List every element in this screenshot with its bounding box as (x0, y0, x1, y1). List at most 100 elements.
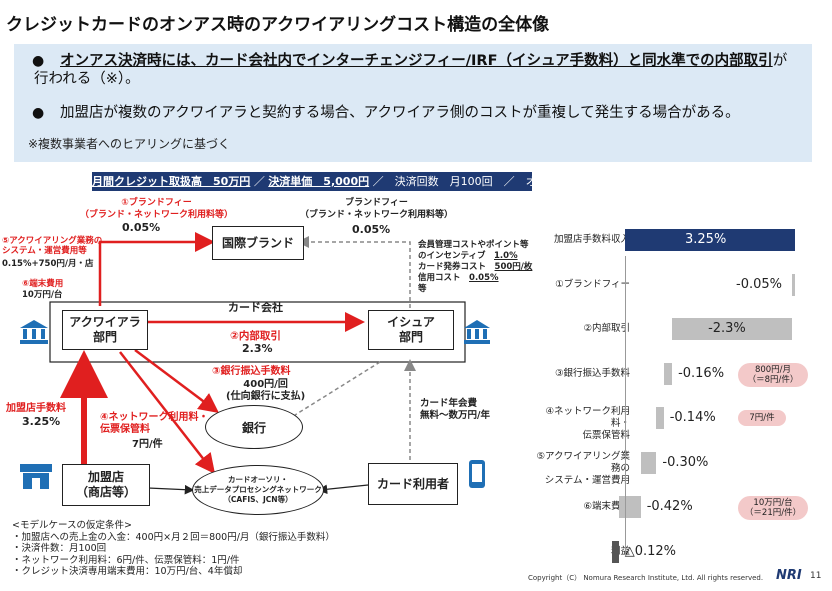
annual-fee-label: カード年会費 無料～数万円/年 (420, 398, 490, 421)
issuer-cost-line-1: 会員管理コストやポイント等 (418, 240, 529, 250)
waterfall-value-label: -0.14% (669, 410, 716, 425)
system-fee-value: 0.15%+750円/月・店 (2, 259, 94, 269)
issuer-cost-2-text: のインセンティブ (418, 251, 486, 261)
waterfall-category-label: ④ネットワーク利用料・ 伝票保管料 (545, 406, 630, 441)
brand-fee-left-value: 0.05% (122, 221, 161, 234)
nri-logo: NRI (776, 568, 802, 583)
network-fee-value: 7円/件 (132, 439, 163, 450)
summary-bullet-2-text: 加盟店が複数のアクワイアラと契約する場合、アクワイアラ側のコストが重複して発生す… (60, 105, 740, 121)
issuer-cost-3-text: カード発券コスト (418, 262, 487, 272)
summary-box: ● オンアス決済時には、カード会社内でインターチェンジフィー/IRF（イシュア手… (14, 44, 812, 162)
waterfall-value-label: -0.30% (662, 454, 709, 470)
bullet-dot-icon: ● (32, 53, 45, 69)
flow-diagram (49, 232, 466, 495)
waterfall-category-label: 加盟店手数料収入 (553, 234, 630, 245)
waterfall-category-label: 利益 (610, 545, 630, 557)
banner-conditions: ／ 決済回数 月100回 ／ オンアス取引 (372, 175, 592, 188)
issuer-brand-arrow (297, 236, 411, 308)
merchant-box: 加盟店 （商店等） (62, 464, 150, 506)
waterfall-bar (656, 407, 664, 429)
assumption-line: ・加盟店への売上金の入金：400円×月２回＝800円/月（銀行振込手数料） (12, 531, 335, 543)
internal-transaction-value: 2.3% (242, 342, 273, 355)
issuer-box: イシュア 部門 (368, 310, 454, 350)
issuer-cost-3-value: 500円/枚 (494, 262, 533, 272)
brand-fee-left-title: ①ブランドフィー （ブランド・ネットワーク利用料等） (80, 198, 234, 220)
merchant-fee-value: 3.25% (22, 415, 61, 428)
card-company-frame (49, 301, 466, 363)
brand-fee-arrow (98, 232, 215, 306)
terminal-fee-value: 10万円/台 (22, 290, 63, 300)
cafis-ellipse: カードオーソリ・ 売上データプロセシングネットワーク （CAFIS、JCN等） (192, 465, 324, 515)
summary-bullet-1-rest: が行われる（※）。 (34, 53, 788, 87)
issuer-cost-2-value: 1.0% (494, 251, 518, 261)
waterfall-category-label: ②内部取引 (583, 323, 630, 334)
bank-fee-arrow (134, 349, 219, 413)
brand-fee-right-value: 0.05% (352, 223, 391, 236)
network-fee-title: ④ネットワーク利用料・ 伝票保管料 (100, 412, 209, 435)
brand-fee-right-title: ブランドフィー （ブランド・ネットワーク利用料等） (300, 198, 454, 220)
bank-fee-value: 400円/回 (仕向銀行に支払) (226, 379, 306, 402)
waterfall-value-label: -2.3% (708, 321, 746, 336)
assumption-line: ・決済件数：月100回 (12, 543, 107, 554)
waterfall-category-label: ③銀行振込手数料 (554, 367, 630, 379)
assumptions-heading: <モデルケースの仮定条件> (12, 520, 132, 531)
cardholder-box: カード利用者 (368, 463, 458, 505)
summary-bullet-1-emphasis: オンアス決済時には、カード会社内でインターチェンジフィー/IRF（イシュア手数料… (60, 53, 773, 69)
issuer-cost-line-2: のインセンティブ 1.0% (418, 251, 532, 262)
page-title: クレジットカードのオンアス時のアクワイアリングコスト構造の全体像 (6, 15, 550, 35)
banner-unit-price: 決済単価 5,000円 (268, 175, 370, 188)
waterfall-bar (625, 229, 795, 251)
waterfall-axis (625, 256, 626, 556)
issuer-cost-4-text: 信用コスト (418, 273, 461, 283)
waterfall-value-label: -0.05% (736, 276, 782, 292)
waterfall-value-label: -0.16% (678, 365, 725, 381)
bank-building-icon (18, 318, 50, 346)
waterfall-note-pill: 800円/月 （＝8円/件） (738, 362, 808, 387)
assumption-line: ・ネットワーク利用料：6円/件、伝票保管料：1円/件 (12, 554, 240, 566)
waterfall-category-label: ⑥端末費用 (583, 501, 630, 512)
assumptions: <モデルケースの仮定条件> ・加盟店への売上金の入金：400円×月２回＝800円… (12, 520, 335, 578)
waterfall-value-label: △0.12% (624, 543, 677, 559)
waterfall-value-label: 3.25% (685, 232, 727, 247)
issuer-cost-4-value: 0.05% (469, 273, 499, 283)
issuer-cost-line-5: 等 (418, 284, 427, 294)
terminal-fee-title: ⑥端末費用 (22, 279, 64, 289)
issuer-cost-line-4: 信用コスト 0.05% (418, 273, 532, 284)
bank-fee-title: ③銀行振込手数料 (212, 366, 291, 377)
waterfall-bar (640, 451, 657, 474)
waterfall-bar (672, 318, 793, 340)
waterfall-bar (618, 496, 641, 518)
cardholder-cafis-link (317, 484, 369, 495)
merchant-fee-title: 加盟店手数料 (6, 403, 66, 414)
network-fee-arrow (119, 351, 216, 474)
summary-bullet-2: ● 加盟店が複数のアクワイアラと契約する場合、アクワイアラ側のコストが重複して発… (32, 104, 804, 122)
system-fee-title: ⑤アクワイアリング業務の システム・運営費用等 (2, 236, 103, 256)
issuer-costs: 会員管理コストやポイント等 のインセンティブ 1.0% カード発券コスト 500… (418, 240, 532, 295)
bank-ellipse: 銀行 (205, 405, 303, 449)
assumption-line: ・クレジット決済専用端末費用：10万円/台、4年償却 (12, 566, 243, 577)
waterfall-category-label: ⑤アクワイアリング業務の システム・運営費用 (536, 450, 630, 486)
banner-separator: ／ (253, 175, 265, 188)
model-banner: 月間クレジット取扱高 50万円 ／ 決済単価 5,000円 ／ 決済回数 月10… (92, 172, 592, 191)
acquirer-box: アクワイアラ 部門 (62, 310, 148, 350)
bullet-dot-icon: ● (32, 105, 45, 121)
waterfall-value-label: -0.42% (646, 499, 693, 514)
waterfall-note-pill: 10万円/台 （＝21円/件） (738, 496, 808, 520)
waterfall-bar (792, 273, 795, 296)
merchant-cafis-link (147, 484, 195, 495)
card-company-label: カード会社 (228, 301, 283, 314)
internal-transaction-title: ②内部取引 (230, 330, 281, 342)
shop-icon (18, 460, 54, 492)
page-number: 11 (810, 571, 822, 581)
waterfall-category-label: ①ブランドフィー (555, 278, 630, 290)
issuer-cost-line-3: カード発券コスト 500円/枚 (418, 262, 532, 273)
summary-note: ※複数事業者へのヒアリングに基づく (28, 137, 231, 151)
summary-bullet-1: ● オンアス決済時には、カード会社内でインターチェンジフィー/IRF（イシュア手… (32, 52, 794, 88)
brand-box: 国際ブランド (212, 226, 304, 260)
issuer-building-icon (462, 318, 492, 346)
smartphone-icon (464, 458, 490, 490)
waterfall-bar (663, 362, 673, 385)
banner-volume: 月間クレジット取扱高 50万円 (92, 175, 251, 188)
copyright: Copyright（C） Nomura Research Institute, … (528, 574, 764, 582)
waterfall-bar (612, 540, 619, 563)
